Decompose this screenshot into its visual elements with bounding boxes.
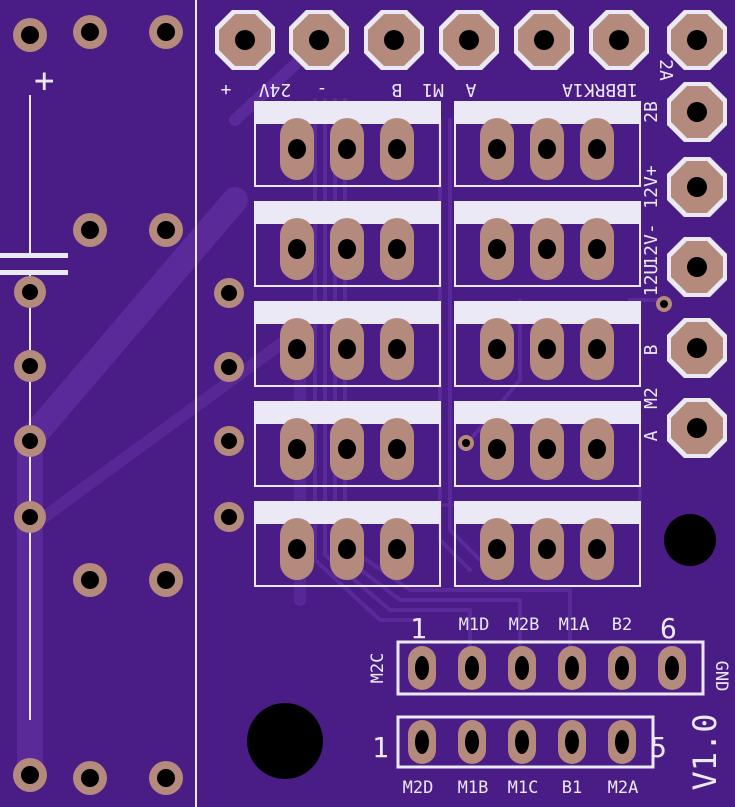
header-bottom-pin-label-3: M1C bbox=[508, 778, 539, 798]
connector-footprint bbox=[454, 301, 641, 387]
header-bottom-pin-label-2: M1B bbox=[458, 778, 489, 798]
header-bottom-labels: 1 5 M2D M1B M1C B1 M2A bbox=[372, 731, 667, 798]
header-top-pin-label-4: B2 bbox=[612, 615, 632, 635]
label-12v-minus: 12V- bbox=[641, 223, 662, 266]
header-pin-hole bbox=[415, 730, 429, 754]
connector-footprint bbox=[454, 101, 641, 187]
label-12u: 12U bbox=[641, 264, 662, 297]
header-bottom-start: 1 bbox=[372, 731, 389, 764]
label-a: A bbox=[465, 79, 476, 100]
connector-footprint bbox=[254, 201, 441, 287]
header-pin-hole bbox=[565, 656, 579, 680]
top-label-row: + 24V - M1 B A 1BBRK1A 2A bbox=[220, 59, 676, 100]
header-pin-hole bbox=[515, 730, 529, 754]
header-top-start: 1 bbox=[410, 612, 427, 645]
label-m1: M1 bbox=[422, 79, 444, 100]
header-top-labels: 1 6 M1D M2B M1A B2 M2C GND bbox=[368, 612, 731, 691]
header-pin-hole bbox=[615, 730, 629, 754]
header-pin-hole bbox=[665, 656, 679, 680]
header-top-pin-label-1: M1D bbox=[459, 615, 490, 635]
connector-footprint bbox=[454, 501, 641, 587]
header-bottom-pin-label-1: M2D bbox=[403, 778, 434, 798]
left-column-holes bbox=[13, 15, 183, 795]
header-top-right-label: GND bbox=[711, 661, 731, 692]
label-b: B bbox=[392, 79, 403, 100]
label-12v-plus: 12V+ bbox=[641, 165, 662, 209]
label-plus: + bbox=[220, 79, 231, 100]
version-label: V1.0 bbox=[686, 713, 724, 790]
header-pin-hole bbox=[565, 730, 579, 754]
capacitor-polarity-label: + bbox=[34, 61, 54, 101]
label-a-right: A bbox=[641, 430, 662, 441]
label-24v: 24V bbox=[259, 79, 292, 100]
divider-column-holes bbox=[214, 278, 244, 532]
label-2b: 2B bbox=[641, 101, 662, 123]
connector-footprint bbox=[454, 201, 641, 287]
top-octagon-pads bbox=[215, 10, 727, 70]
capacitor-symbol: + bbox=[0, 61, 68, 720]
connector-footprint bbox=[454, 401, 641, 487]
mounting-hole-bottom bbox=[247, 703, 323, 779]
header-bottom-pin-label-4: B1 bbox=[562, 778, 582, 798]
connector-footprints bbox=[254, 101, 641, 587]
label-m2: M2 bbox=[641, 387, 662, 409]
header-bottom-pin-label-5: M2A bbox=[608, 778, 639, 798]
label-1bbrk1a: 1BBRK1A bbox=[562, 79, 638, 100]
right-octagon-pads bbox=[667, 82, 727, 458]
header-top-left-label: M2C bbox=[368, 653, 388, 684]
connector-footprint bbox=[254, 501, 441, 587]
header-bottom-row bbox=[396, 715, 655, 769]
via-holes bbox=[458, 296, 672, 451]
connector-footprint bbox=[254, 401, 441, 487]
header-bottom-end: 5 bbox=[650, 731, 667, 764]
header-pin-hole bbox=[465, 730, 479, 754]
label-2a: 2A bbox=[655, 59, 676, 81]
connector-footprint bbox=[254, 301, 441, 387]
mounting-hole-right bbox=[664, 514, 716, 566]
header-pin-hole bbox=[465, 656, 479, 680]
connector-footprint bbox=[254, 101, 441, 187]
label-b-right: B bbox=[641, 345, 662, 356]
right-label-column: 2B 12V+ 12V- 12U B M2 A bbox=[641, 101, 662, 441]
header-pin-hole bbox=[615, 656, 629, 680]
header-top-row bbox=[396, 640, 705, 696]
header-top-pin-label-2: M2B bbox=[509, 615, 540, 635]
header-pin-hole bbox=[415, 656, 429, 680]
label-minus: - bbox=[317, 79, 328, 100]
header-top-end: 6 bbox=[660, 612, 677, 645]
header-pin-hole bbox=[515, 656, 529, 680]
header-top-pin-label-3: M1A bbox=[559, 615, 590, 635]
